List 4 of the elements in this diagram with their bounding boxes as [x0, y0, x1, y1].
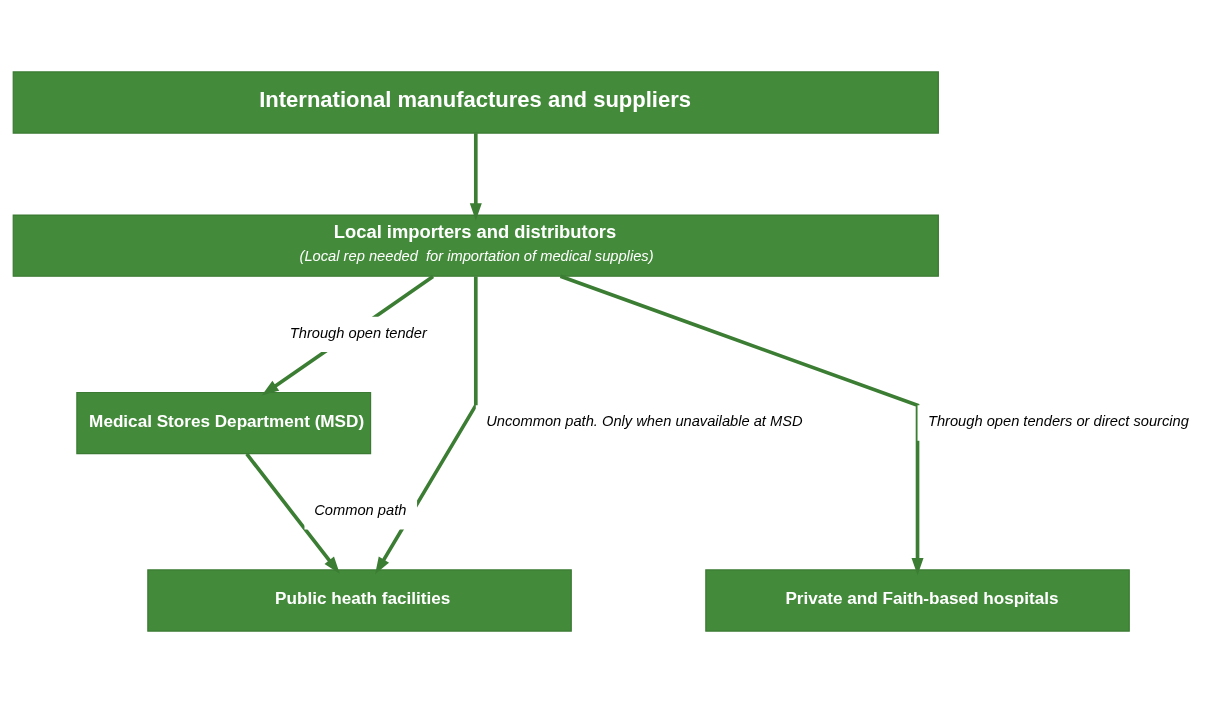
edge-label: Uncommon path. Only when unavailable at MSD [486, 412, 803, 429]
edge-label: Through open tender [289, 324, 427, 341]
edge-label: Through open tenders or direct sourcing [927, 412, 1189, 429]
edge-label: Common path [314, 501, 407, 518]
